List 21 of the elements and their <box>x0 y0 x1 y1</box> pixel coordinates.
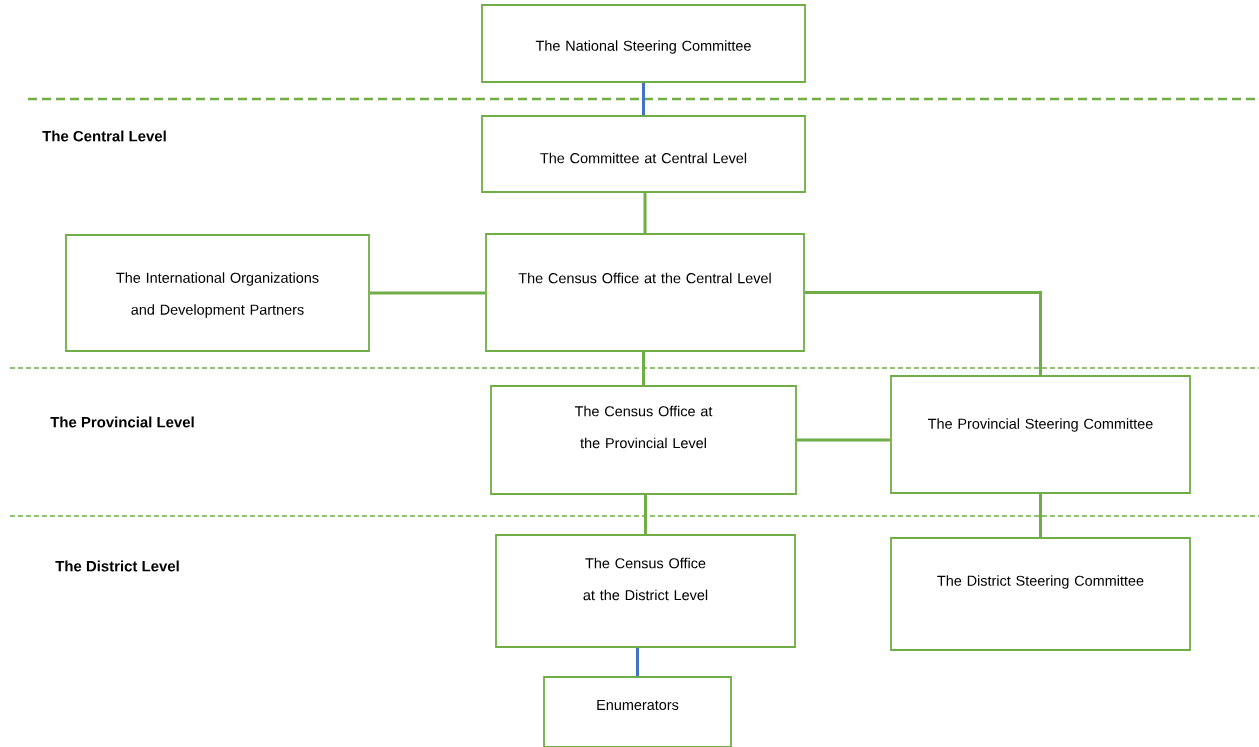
connector-line <box>796 438 891 442</box>
org-box: The Census Office at the District Level <box>495 534 796 648</box>
org-box: The Census Office at the Provincial Level <box>490 385 797 495</box>
connector-line <box>642 351 645 386</box>
connector-line <box>1039 493 1042 538</box>
org-box: The Census Office at the Central Level <box>485 233 805 352</box>
level-label: The Central Level <box>42 130 166 142</box>
org-box: Enumerators <box>543 676 732 747</box>
connector-line <box>369 291 486 295</box>
org-box: The Committee at Central Level <box>481 115 806 193</box>
connector-line <box>642 82 645 116</box>
org-box: The National Steering Committee <box>481 4 806 83</box>
level-label: The Provincial Level <box>50 416 194 428</box>
connector-line <box>644 494 647 535</box>
level-label: The District Level <box>55 560 179 572</box>
org-box: The Provincial Steering Committee <box>890 375 1191 494</box>
org-box: The International Organizations and Development Partners <box>65 234 370 352</box>
org-box: The District Steering Committee <box>890 537 1191 651</box>
connector-line <box>636 647 639 677</box>
connector-line <box>643 192 647 234</box>
connector-line <box>804 291 1042 376</box>
